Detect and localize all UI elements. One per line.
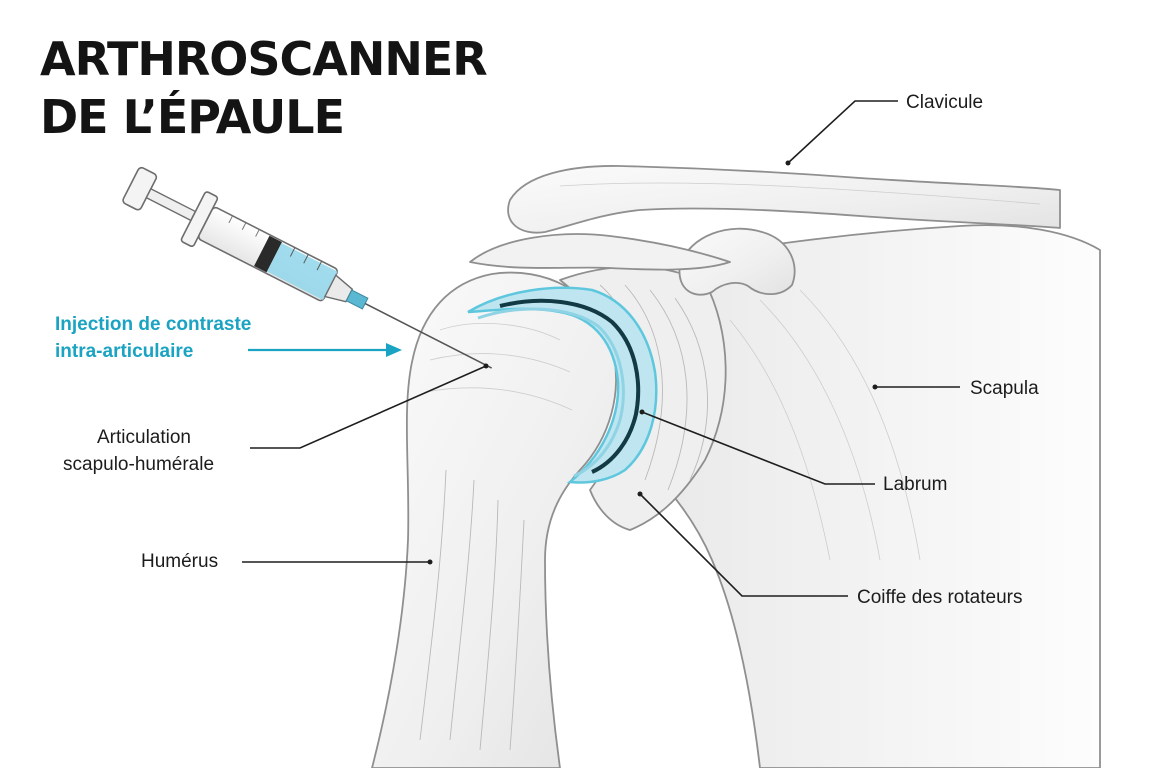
label-humerus: Humérus — [141, 551, 218, 572]
injection-label-line-2: intra-articulaire — [55, 341, 193, 362]
arrow-right-icon — [248, 343, 402, 357]
syringe-icon — [122, 166, 493, 369]
label-rotator-cuff: Coiffe des rotateurs — [857, 587, 1022, 608]
title-line-2: DE L’ÉPAULE — [40, 90, 344, 144]
callout-rotator-cuff: Coiffe des rotateurs — [637, 491, 1022, 608]
label-joint-line-1: Articulation — [97, 427, 191, 448]
page-title: ARTHROSCANNER DE L’ÉPAULE — [40, 32, 488, 144]
humerus-shape — [371, 271, 617, 768]
injection-label: Injection de contraste intra-articulaire — [55, 314, 251, 362]
title-line-1: ARTHROSCANNER — [40, 32, 487, 86]
contrast-dark-line — [499, 298, 641, 474]
label-scapula: Scapula — [970, 378, 1039, 399]
label-labrum: Labrum — [883, 474, 947, 495]
callout-labrum: Labrum — [639, 409, 947, 495]
coracoid-shape — [678, 227, 796, 296]
callout-clavicle: Clavicule — [785, 92, 983, 166]
callout-scapula: Scapula — [872, 378, 1039, 399]
callout-joint: Articulation scapulo-humérale — [63, 363, 489, 475]
acromion-shape — [469, 233, 731, 271]
callout-humerus: Humérus — [141, 551, 433, 572]
contrast-inner — [477, 307, 625, 478]
scapula-shape — [649, 224, 1101, 768]
label-joint-line-2: scapulo-humérale — [63, 454, 214, 475]
injection-label-line-1: Injection de contraste — [55, 314, 251, 335]
label-clavicle: Clavicule — [906, 92, 983, 113]
